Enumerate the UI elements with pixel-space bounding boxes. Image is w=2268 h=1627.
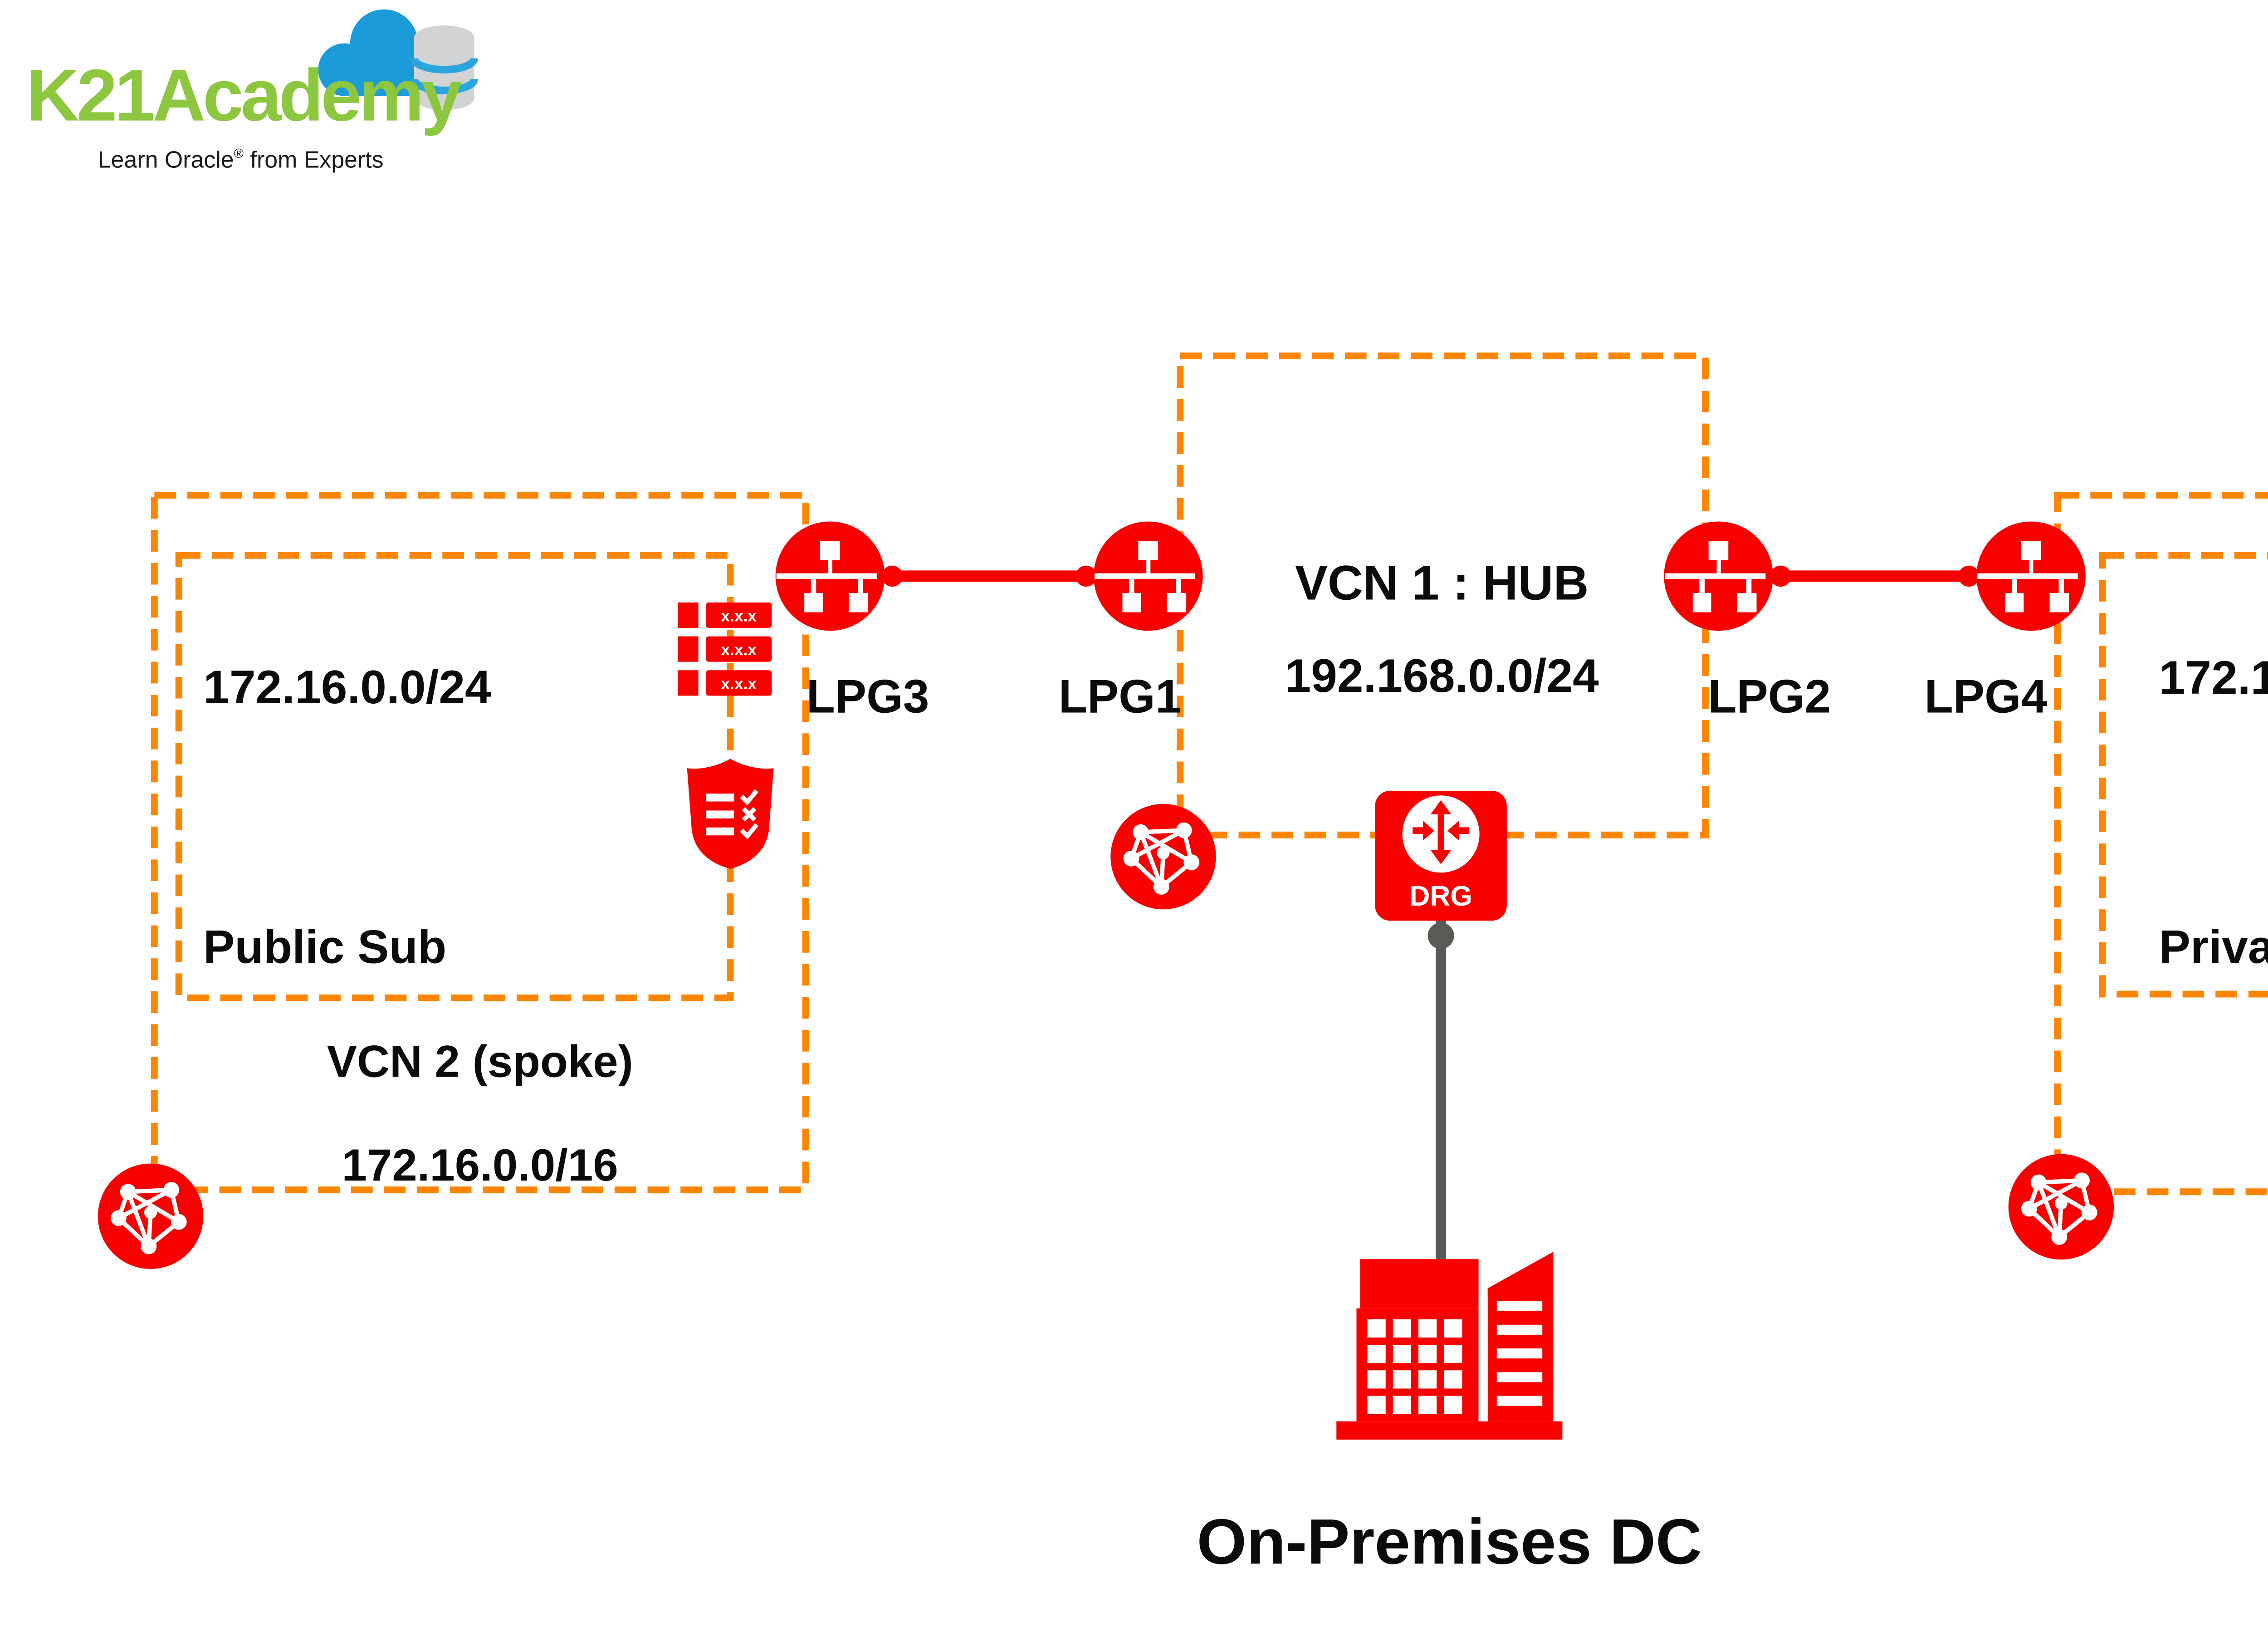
route-rule: x.x.x xyxy=(721,675,757,693)
drg-to-onprem-link xyxy=(1427,921,1454,1265)
vcn1-hub-cidr: 192.168.0.0/24 xyxy=(1285,650,1599,703)
tagline-prefix: Learn Oracle xyxy=(98,147,234,173)
vcn3-icon xyxy=(2008,1154,2114,1260)
public-subnet-cidr: 172.16.0.0/24 xyxy=(203,662,491,715)
vcn2-cidr: 172.16.0.0/16 xyxy=(342,1141,618,1192)
k21-cloud-icon xyxy=(318,9,479,110)
lpg3-icon xyxy=(775,521,885,631)
route-rule: x.x.x xyxy=(721,607,757,625)
vcn3-spoke-box xyxy=(2054,491,2268,1196)
vcn1-icon xyxy=(1110,804,1216,910)
lpg1-icon xyxy=(1093,521,1203,631)
k21-tagline: Learn Oracle® from Experts xyxy=(98,147,384,173)
on-premises-dc-icon xyxy=(1336,1252,1563,1440)
drg-icon: DRG xyxy=(1375,790,1507,921)
private-subnet-name: Private Sub xyxy=(2159,921,2268,975)
drg-label: DRG xyxy=(1409,881,1472,912)
link-endpoint-dot xyxy=(1075,565,1097,587)
peering-link-lpg3-lpg1 xyxy=(881,565,1098,587)
k21-brand-text: K21Academy xyxy=(26,56,462,137)
link-endpoint-dot xyxy=(1770,565,1791,587)
route-table-icon-left: x.x.x x.x.x x.x.x xyxy=(677,602,772,696)
lpg3-label: LPG3 xyxy=(806,671,929,724)
private-subnet-cidr: 172.17.0.0/24 xyxy=(2159,652,2268,706)
lpg2-icon xyxy=(1664,521,1774,631)
lpg4-icon xyxy=(1976,521,2086,631)
registered-mark: ® xyxy=(234,148,244,162)
vcn2-title: VCN 2 (spoke) xyxy=(327,1037,633,1088)
link-dot xyxy=(1427,922,1454,949)
lpg2-label: LPG2 xyxy=(1708,671,1831,724)
route-rule: x.x.x xyxy=(721,641,757,659)
vcn1-hub-title: VCN 1 : HUB xyxy=(1295,554,1589,611)
tagline-suffix: from Experts xyxy=(244,147,384,173)
vcn2-icon xyxy=(98,1163,204,1269)
security-list-icon-left xyxy=(687,759,774,869)
k21-database-icon xyxy=(410,25,479,110)
public-subnet-name: Public Sub xyxy=(203,921,447,975)
vcn2-spoke-box xyxy=(151,491,809,1194)
link-endpoint-dot xyxy=(1958,565,1980,587)
link-endpoint-dot xyxy=(881,565,903,587)
lpg1-label: LPG1 xyxy=(1058,671,1182,724)
on-premises-label: On-Premises DC xyxy=(1197,1507,1702,1579)
lpg4-label: LPG4 xyxy=(1924,671,2048,724)
peering-link-lpg2-lpg4 xyxy=(1769,565,1980,587)
